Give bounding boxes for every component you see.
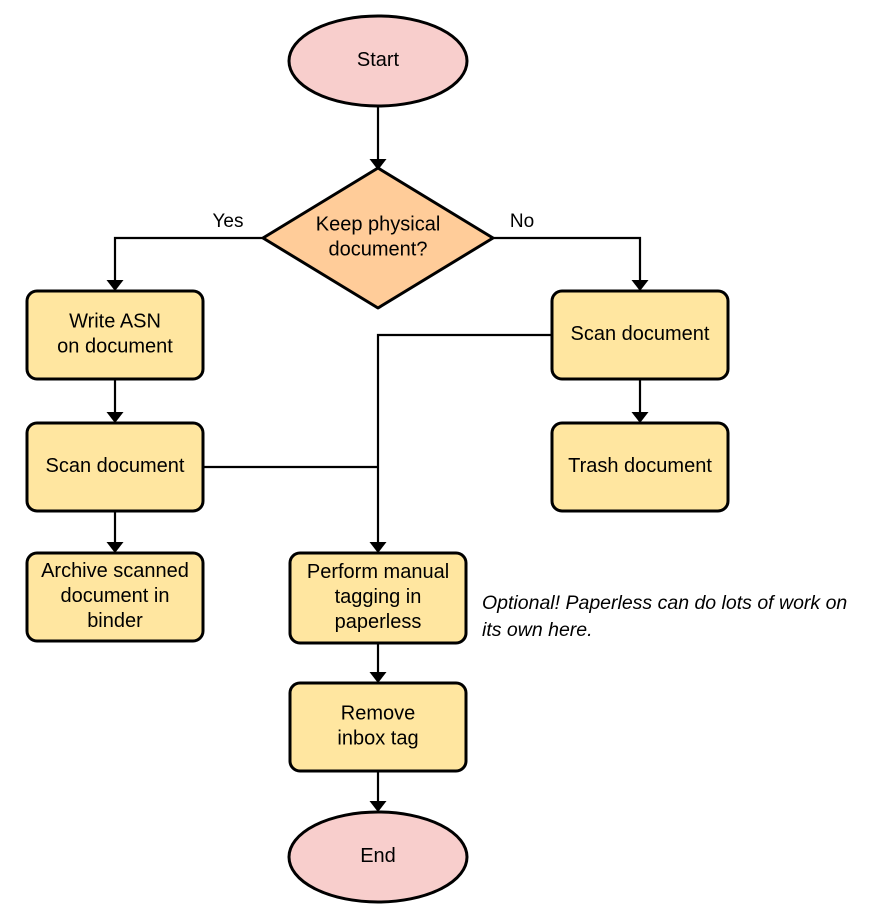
node-label: Trash document	[568, 455, 712, 477]
process-shape	[550, 289, 730, 381]
node-scan-left[interactable]: Scan document	[25, 421, 205, 513]
arrowhead-icon	[106, 412, 124, 423]
edge-write-asn-to-scan-left	[106, 379, 124, 423]
arrowhead-icon	[369, 672, 387, 683]
node-label: Scan document	[571, 323, 710, 345]
node-label: End	[360, 845, 396, 867]
node-end[interactable]: End	[287, 810, 469, 904]
process-shape	[288, 681, 468, 773]
edge-label-decision-yes: Yes	[213, 211, 244, 232]
edges-layer: Yes No	[106, 106, 649, 812]
annotations-layer: Optional! Paperless can do lots of work …	[482, 592, 847, 641]
process-shape	[25, 421, 205, 513]
annotation-optional-note: Optional! Paperless can do lots of work …	[482, 592, 847, 641]
terminator-shape	[287, 810, 469, 904]
edge-label-decision-no: No	[510, 211, 534, 232]
process-shape	[550, 421, 730, 513]
arrowhead-icon	[369, 159, 387, 170]
edge-tagging-to-remove	[369, 643, 387, 683]
edge-path	[493, 236, 642, 282]
terminator-shape	[287, 14, 469, 108]
edge-decision-yes: Yes	[106, 211, 263, 291]
node-label: Scan document	[46, 455, 185, 477]
edge-remove-to-end	[369, 771, 387, 812]
arrowhead-icon	[631, 280, 649, 291]
arrowhead-icon	[369, 801, 387, 812]
process-shape	[288, 551, 468, 645]
edge-path	[376, 333, 552, 544]
node-label: Start	[357, 49, 400, 71]
arrowhead-icon	[106, 542, 124, 553]
edge-start-to-decision	[369, 106, 387, 170]
edge-decision-no: No	[493, 211, 649, 291]
edge-path	[113, 236, 263, 282]
edge-scan-left-to-archive	[106, 511, 124, 553]
edge-scan-right-to-trash	[631, 379, 649, 423]
node-scan-right[interactable]: Scan document	[550, 289, 730, 381]
arrowhead-icon	[369, 542, 387, 553]
decision-shape	[261, 166, 495, 310]
arrowhead-icon	[106, 280, 124, 291]
process-shape	[25, 551, 205, 643]
arrowhead-icon	[631, 412, 649, 423]
process-shape	[25, 289, 205, 381]
node-start[interactable]: Start	[287, 14, 469, 108]
node-trash[interactable]: Trash document	[550, 421, 730, 513]
edge-scan-right-to-tagging	[369, 333, 552, 553]
